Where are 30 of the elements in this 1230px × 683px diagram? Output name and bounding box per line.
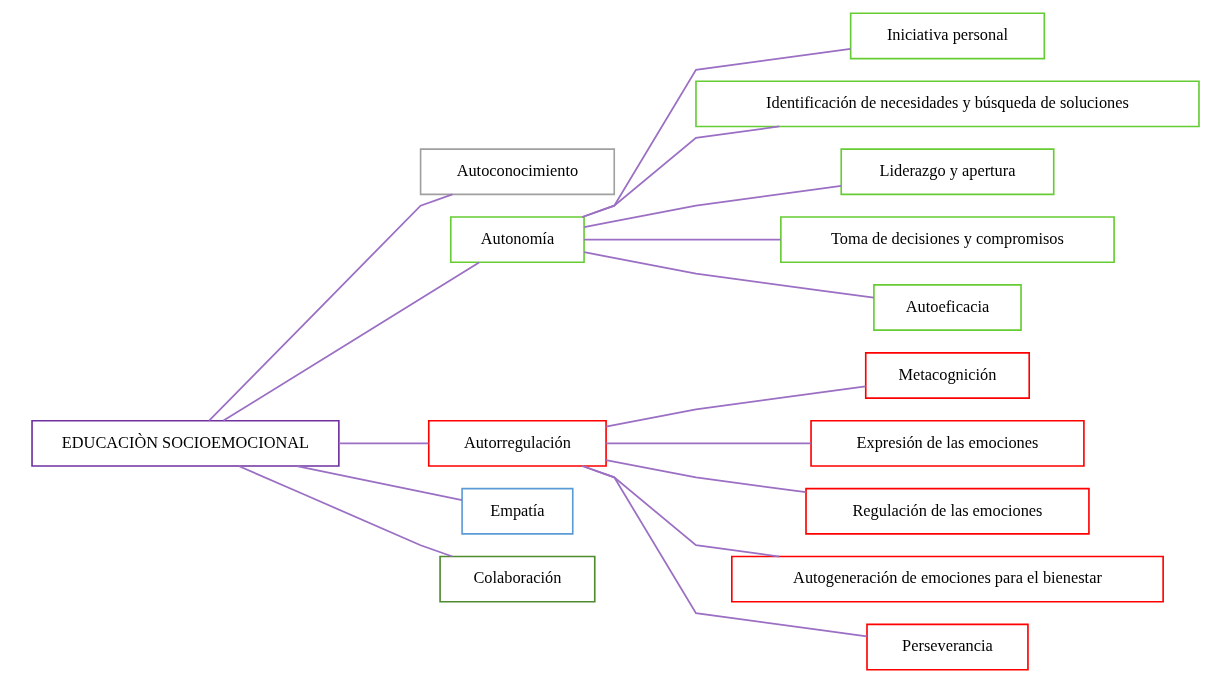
node-box: Metacognición [864, 352, 1030, 399]
node-box: Empatía [460, 487, 574, 535]
connector [337, 442, 429, 445]
connector [581, 465, 868, 638]
connector [581, 125, 780, 218]
node-box: EDUCACIÒN SOCIOEMOCIONAL [30, 419, 340, 467]
connector [604, 459, 807, 494]
node-box: Perseverancia [865, 623, 1029, 671]
node-box: Liderazgo y apertura [839, 148, 1055, 196]
node-box: Autoeficacia [872, 284, 1022, 331]
connector [604, 385, 867, 428]
node-box: Autorregulación [427, 419, 607, 467]
connector [237, 465, 453, 558]
node-box: Autonomía [449, 216, 585, 264]
connector [222, 261, 480, 422]
connector [582, 251, 875, 299]
connector [582, 185, 842, 228]
node-box: Colaboración [438, 555, 596, 603]
node-box: Autogeneración de emociones para el bienestar [730, 555, 1164, 603]
node-box: Expresión de las emociones [809, 419, 1085, 467]
node-box: Identificación de necesidades y búsqueda de soluciones [694, 80, 1200, 128]
connector [604, 442, 812, 445]
connector [207, 193, 453, 422]
node-box: Toma de decisiones y compromisos [779, 216, 1115, 264]
node-box: Iniciativa personal [849, 12, 1045, 60]
node-box: Autoconocimiento [419, 148, 615, 196]
connector [295, 465, 463, 501]
connector [581, 48, 851, 218]
node-box: Regulación de las emociones [804, 487, 1090, 535]
connector [582, 238, 781, 241]
